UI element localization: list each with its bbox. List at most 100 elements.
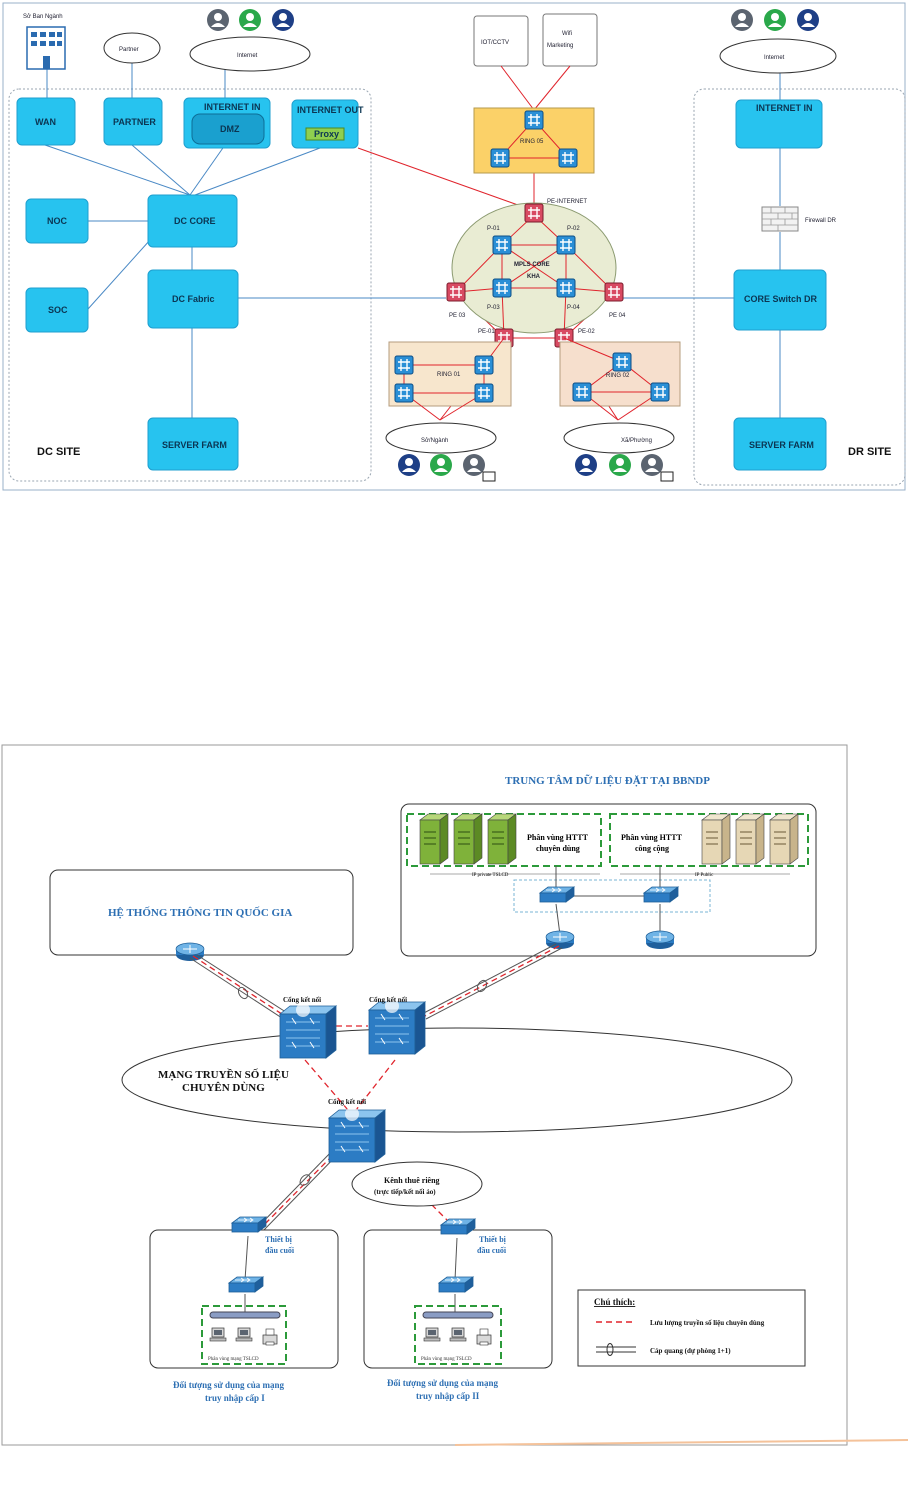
noc-box <box>25 198 89 244</box>
ring02-router-icon <box>612 352 632 372</box>
user-green-icon <box>609 454 631 476</box>
access-site-2-box <box>363 1229 553 1369</box>
so-ban-nganh-label: Sở Ban Ngành <box>23 13 63 20</box>
internet-cloud-right-icon <box>719 38 837 74</box>
ring05-router-icon <box>524 110 544 130</box>
dr-server-farm-label: SERVER FARM <box>749 440 814 450</box>
gateway-switch-icon <box>368 998 426 1055</box>
pe-internet-router-icon <box>524 203 544 223</box>
ring01-label: RING 01 <box>437 372 461 378</box>
dc-fabric-box <box>147 269 239 329</box>
mpls-label-line2: KHA <box>527 274 541 280</box>
ring05-router-icon <box>558 148 578 168</box>
dmz-box <box>191 113 265 145</box>
user-1-line1: Đối tượng sử dụng của mạng <box>173 1380 285 1390</box>
partner-box <box>103 97 163 146</box>
so-nganh-cloud-icon <box>385 422 497 454</box>
user-navy-icon <box>797 9 819 31</box>
router-icon <box>175 942 205 962</box>
dc-site-panel <box>8 88 372 482</box>
top-network-diagram: Sở Ban Ngành Partner Internet Internet I… <box>2 2 906 491</box>
user-green-icon <box>764 9 786 31</box>
terminal-device-icon <box>440 1218 476 1235</box>
pe02-label: PE-02 <box>578 329 595 335</box>
dc-server-farm-box <box>147 417 239 471</box>
p01-router-icon <box>492 235 512 255</box>
server-icon <box>735 813 765 865</box>
user-2-line1: Đối tượng sử dụng của mạng <box>387 1378 499 1388</box>
datacenter-title: TRUNG TÂM DỮ LIỆU ĐẶT TẠI BBNDP <box>505 774 710 787</box>
ring01-router-icon <box>474 383 494 403</box>
transmission-network-area <box>121 1027 793 1133</box>
legend-title: Chú thích: <box>594 1297 635 1307</box>
legend-fiber-label: Cáp quang (dự phòng 1+1) <box>650 1347 731 1355</box>
printer-icon <box>476 1328 492 1346</box>
user-green-icon <box>239 9 261 31</box>
soc-label: SOC <box>48 305 68 315</box>
internet-out-label: INTERNET OUT <box>297 105 364 115</box>
pe-internet-label: PE-INTERNET <box>547 199 587 205</box>
xa-phuong-label: Xã/Phường <box>621 438 652 444</box>
router-icon <box>545 930 575 950</box>
so-ban-nganh-building-icon <box>26 26 66 70</box>
lan-zone-1-box <box>201 1305 287 1365</box>
gateway-switch-icon <box>328 1106 386 1163</box>
dr-internet-in-box <box>735 99 823 149</box>
internet-cloud-left-icon <box>189 36 311 72</box>
pe04-router-icon <box>604 282 624 302</box>
wifi-label-line1: Wifi <box>562 31 572 37</box>
lan-zone-2-box <box>414 1305 502 1365</box>
pe03-label: PE 03 <box>449 313 466 319</box>
computer-icon <box>482 471 496 482</box>
leased-line-line2: (trực tiếp/kết nối ảo) <box>374 1188 436 1196</box>
dc-core-label: DC CORE <box>174 216 216 226</box>
terminal-1-line1: Thiết bị <box>265 1235 293 1244</box>
datacenter-box <box>400 803 817 957</box>
ring01-router-icon <box>394 383 414 403</box>
dc-fabric-label: DC Fabric <box>172 294 215 304</box>
dr-server-farm-box <box>733 417 827 471</box>
mpls-core-area <box>451 202 617 334</box>
internet-cloud-left-label: Internet <box>237 53 258 59</box>
xa-phuong-cloud-icon <box>563 422 675 454</box>
p03-label: P-03 <box>487 305 500 311</box>
pe04-label: PE 04 <box>609 313 626 319</box>
dc-server-farm-label: SERVER FARM <box>162 440 227 450</box>
zone-public-line2: công cộng <box>635 844 669 853</box>
user-navy-icon <box>272 9 294 31</box>
soc-box <box>25 287 89 333</box>
lan-bus <box>209 1311 281 1319</box>
wan-label: WAN <box>35 117 56 127</box>
switch-icon <box>643 886 679 903</box>
p03-router-icon <box>492 278 512 298</box>
p04-label: P-04 <box>567 305 580 311</box>
computer-icon <box>660 471 674 482</box>
terminal-2-line2: đầu cuối <box>477 1246 507 1255</box>
proxy-box <box>305 127 345 141</box>
leased-line-cloud-icon <box>351 1161 483 1207</box>
proxy-label: Proxy <box>314 129 339 139</box>
dc-site-label: DC SITE <box>37 446 80 458</box>
leased-line-line1: Kênh thuê riêng <box>384 1176 440 1185</box>
gateway-switch-icon <box>279 1002 337 1059</box>
zone-public-box <box>609 813 809 867</box>
p01-label: P-01 <box>487 226 500 232</box>
computer-icon <box>449 1327 467 1342</box>
dr-internet-in-label: INTERNET IN <box>756 103 813 113</box>
server-icon <box>419 813 449 865</box>
server-icon <box>453 813 483 865</box>
gateway-2-label: Cổng kết nối <box>369 996 407 1004</box>
user-grey-icon <box>731 9 753 31</box>
dmz-label: DMZ <box>220 124 240 134</box>
zone-private-line1: Phân vùng HTTT <box>527 833 589 842</box>
internet-in-label: INTERNET IN <box>204 102 261 112</box>
ring05-label: RING 05 <box>520 139 544 145</box>
ring02-label: RING 02 <box>606 373 630 379</box>
dc-switch-area <box>513 879 711 913</box>
user-navy-icon <box>398 454 420 476</box>
so-nganh-label: Sở/Ngành <box>421 437 448 444</box>
network-label-line2: CHUYÊN DÙNG <box>182 1082 265 1094</box>
user-navy-icon <box>575 454 597 476</box>
p04-router-icon <box>556 278 576 298</box>
partner-label: PARTNER <box>113 117 156 127</box>
